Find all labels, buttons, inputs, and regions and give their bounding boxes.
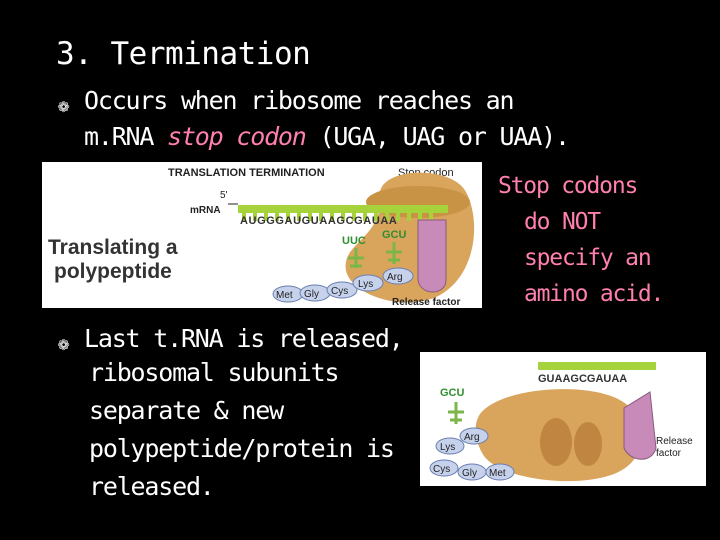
release-factor-label: Release factor xyxy=(392,297,460,308)
released-amino-acid-met xyxy=(485,463,515,481)
ribosome-release-figure: GUAAGCGAUAA Release factor GCU Arg Lys C… xyxy=(420,352,706,486)
released-amino-acid-label-met: Met xyxy=(489,468,506,479)
released-polypeptide: Arg Lys Cys Gly Met xyxy=(429,427,515,481)
bullet-2-line-1: Last t.RNA is released, xyxy=(84,324,404,353)
released-trna-anticodon: GCU xyxy=(440,387,465,399)
amino-acid-chain: Met Gly Cys Lys Arg xyxy=(272,267,414,303)
left-caption-line-1: Translating a xyxy=(48,236,178,259)
released-amino-acid-lys xyxy=(435,437,465,455)
slide-title: 3. Termination xyxy=(56,36,311,72)
released-mrna-sequence: GUAAGCGAUAA xyxy=(538,373,627,385)
released-mrna-strand xyxy=(538,362,656,370)
left-caption-line-2: polypeptide xyxy=(54,260,172,283)
bullet-icon: ❁ xyxy=(58,95,70,117)
mrna-teeth xyxy=(242,213,433,221)
bullet-1-line-2-suffix: (UGA, UAG or UAA). xyxy=(305,122,570,151)
ribosome-pocket-2 xyxy=(574,422,602,466)
amino-acid-lys xyxy=(352,274,384,292)
amino-acid-arg xyxy=(382,267,414,285)
amino-acid-label-cys: Cys xyxy=(331,286,348,297)
ribosome-pocket-1 xyxy=(540,418,572,466)
mrna-sequence: AUGGGAUGUAAGCGAUAA xyxy=(240,215,397,227)
release-factor-shape-2 xyxy=(623,391,657,460)
figure-header: TRANSLATION TERMINATION xyxy=(168,167,325,179)
mrna-label: mRNA xyxy=(190,205,221,216)
released-amino-acid-label-lys: Lys xyxy=(440,442,455,453)
amino-acid-label-arg: Arg xyxy=(387,272,403,283)
bullet-2-line-4: polypeptide/protein is xyxy=(89,434,395,463)
bullet-1-line-2: m.RNA stop codon (UGA, UAG or UAA). xyxy=(84,122,570,151)
released-amino-acid-cys xyxy=(429,459,459,477)
trna-anticodon-1: UUC xyxy=(342,235,366,247)
bullet-2-line-2: ribosomal subunits xyxy=(89,358,340,387)
released-amino-acid-label-cys: Cys xyxy=(433,464,450,475)
amino-acid-label-lys: Lys xyxy=(358,279,373,290)
released-amino-acid-label-arg: Arg xyxy=(464,432,480,443)
side-note-line-3: specify an xyxy=(524,245,652,271)
trna-cloverleaf-2 xyxy=(386,242,402,264)
mrna-strand xyxy=(238,205,448,213)
release-label-line-2: factor xyxy=(656,448,682,459)
side-note: Stop codons do NOT specify an amino acid… xyxy=(498,168,664,312)
stop-codon-emphasis: stop codon xyxy=(167,122,307,151)
five-prime-label: 5' xyxy=(220,190,228,201)
amino-acid-label-gly: Gly xyxy=(304,289,319,300)
bullet-1-line-1: Occurs when ribosome reaches an xyxy=(84,86,515,115)
trna-cloverleaf-1 xyxy=(348,248,364,268)
side-note-line-2: do NOT xyxy=(524,209,601,235)
bullet-1-line-2-prefix: m.RNA xyxy=(84,122,168,151)
bullet-2-line-3: separate & new xyxy=(89,396,284,425)
released-amino-acid-arg xyxy=(459,427,489,445)
release-factor-shape xyxy=(417,219,447,293)
bullet-2-line-5: released. xyxy=(89,472,215,501)
release-label-line-1: Release xyxy=(656,436,693,447)
released-trna-cloverleaf xyxy=(448,402,464,424)
amino-acid-label-met: Met xyxy=(276,290,293,301)
amino-acid-cys xyxy=(326,281,358,299)
released-amino-acid-label-gly: Gly xyxy=(462,468,477,479)
side-note-line-4: amino acid. xyxy=(524,281,664,307)
side-note-line-1: Stop codons xyxy=(498,173,638,199)
bullet-icon: ❁ xyxy=(58,333,70,355)
trna-anticodon-2: GCU xyxy=(382,229,407,241)
translation-termination-figure: TRANSLATION TERMINATION Stop codon 5' mR… xyxy=(42,162,482,308)
